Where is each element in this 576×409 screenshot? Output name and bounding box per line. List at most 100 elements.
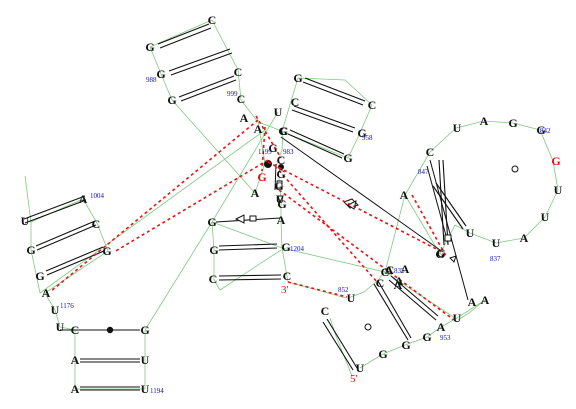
nucleotide-label: C — [381, 265, 390, 279]
nucleotide-label: A — [71, 382, 80, 396]
nucleotide-label: C — [368, 98, 377, 112]
nucleotide-label: A — [395, 274, 404, 288]
nucleotide-label: G — [35, 269, 44, 283]
nucleotide-label: G — [278, 124, 287, 138]
base-pairs — [23, 23, 467, 391]
nucleotide-label: G — [277, 197, 286, 211]
residue-index-label: 1176 — [60, 302, 74, 310]
nucleotide-label: G — [156, 67, 165, 81]
nucleotide-label: C — [234, 65, 243, 79]
nucleotide-label: G — [401, 338, 410, 352]
nucleotide-label: G — [293, 71, 302, 85]
residue-index-label: 837 — [490, 255, 501, 263]
nucleotide-label: A — [79, 192, 88, 206]
nucleotide-label: U — [276, 192, 285, 206]
nucleotide-label: U — [492, 236, 501, 250]
nucleotide-label: U — [51, 303, 60, 317]
tertiary-contacts — [49, 115, 455, 321]
nucleotide-label: A — [42, 286, 51, 300]
nucleotide-label: U — [56, 320, 65, 334]
nucleotide-label: A — [468, 295, 477, 309]
nucleotide-label: A — [71, 353, 80, 367]
nucleotide-label: G — [343, 151, 352, 165]
nucleotide-label: U — [453, 311, 462, 325]
nucleotide-label: G — [422, 330, 431, 344]
nucleotide-label: U — [541, 210, 550, 224]
nucleotide-label: U — [141, 382, 150, 396]
nucleotide-label: G — [436, 246, 445, 260]
nucleotide-label: G — [140, 323, 149, 337]
nucleotide-label: G — [508, 116, 517, 130]
nucleotide-label: A — [400, 188, 409, 202]
residue-index-label: 983 — [283, 148, 294, 156]
nucleotide-label: G — [102, 244, 111, 258]
nucleotide-label: U — [141, 353, 150, 367]
nucleotide-label: U — [21, 214, 30, 228]
nucleotide-label: G — [257, 170, 266, 184]
residue-index-labels: 988 999 1199 983 958 1004 847 842 837 1204 835 852 9… — [60, 76, 551, 395]
nucleotide-label: C — [386, 263, 395, 277]
nucleotide-label: C — [426, 145, 435, 159]
nucleotide-label: U — [347, 291, 356, 305]
residue-index-label: 988 — [146, 76, 157, 84]
nucleotide-label: G — [207, 215, 216, 229]
nucleotide-label: U — [554, 183, 563, 197]
nucleotide-label: A — [394, 278, 403, 292]
nucleotide-label: G — [276, 167, 285, 181]
long-range-interactions — [60, 136, 519, 334]
nucleotide-label: U — [356, 361, 365, 375]
nucleotide-label: C — [237, 92, 246, 106]
residue-index-label: 999 — [227, 90, 238, 98]
residue-index-label: 1204 — [290, 245, 305, 253]
nucleotide-label: A — [401, 262, 410, 276]
nucleotide-label: G — [551, 154, 560, 168]
residue-index-label: 953 — [440, 334, 451, 342]
nucleotide-label: A — [480, 114, 489, 128]
five-prime-end-label: 5' — [350, 373, 358, 385]
backbone — [24, 19, 559, 390]
residue-index-label: 1199 — [258, 148, 272, 156]
nucleotide-label: G — [536, 123, 545, 137]
nucleotide-label: A — [520, 231, 529, 245]
nucleotide-label: C — [280, 124, 289, 138]
nucleotide-label: A — [251, 186, 260, 200]
nucleotide-label: C — [209, 272, 218, 286]
nucleotide-label: U — [466, 226, 475, 240]
nucleotide-label: A — [240, 111, 249, 125]
nucleotide-label: G — [357, 126, 366, 140]
residue-index-label: 847 — [418, 168, 429, 176]
nucleotide-label: U — [453, 121, 462, 135]
residue-index-label: 1004 — [90, 192, 105, 200]
nucleotide-label: G — [145, 40, 154, 54]
residue-index-label: 852 — [338, 286, 349, 294]
nucleotide-label: G — [435, 247, 444, 261]
nucleotide-label: C — [277, 153, 286, 167]
nucleotide-label: A — [385, 263, 394, 277]
residue-index-label: 842 — [540, 127, 551, 135]
nucleotide-label: C — [376, 276, 385, 290]
nucleotide-label: G — [274, 179, 283, 193]
nucleotide-label: G — [281, 240, 290, 254]
nucleotide-label: G — [268, 141, 277, 155]
three-prime-end-label: 3' — [281, 284, 289, 296]
nucleotide-label: C — [291, 95, 300, 109]
nucleotide-label: C — [71, 323, 80, 337]
residue-index-label: 835 — [394, 267, 405, 275]
nucleotide-label: A — [481, 293, 490, 307]
nucleotide-label: G — [378, 347, 387, 361]
nucleotide-label: C — [92, 217, 101, 231]
nucleotide-label: G — [26, 243, 35, 257]
nucleotide-label: U — [274, 105, 283, 119]
nucleotide-label: A — [277, 213, 286, 227]
nucleotide-label: C — [283, 269, 292, 283]
nucleotide-label: C — [321, 304, 330, 318]
residue-index-label: 958 — [362, 134, 373, 142]
residue-index-label: 1194 — [150, 387, 164, 395]
nucleotide-label: C — [208, 13, 217, 27]
nucleotide-label: G — [209, 243, 218, 257]
nucleotide-label: A — [437, 320, 446, 334]
nucleotide-label: A — [254, 122, 263, 136]
